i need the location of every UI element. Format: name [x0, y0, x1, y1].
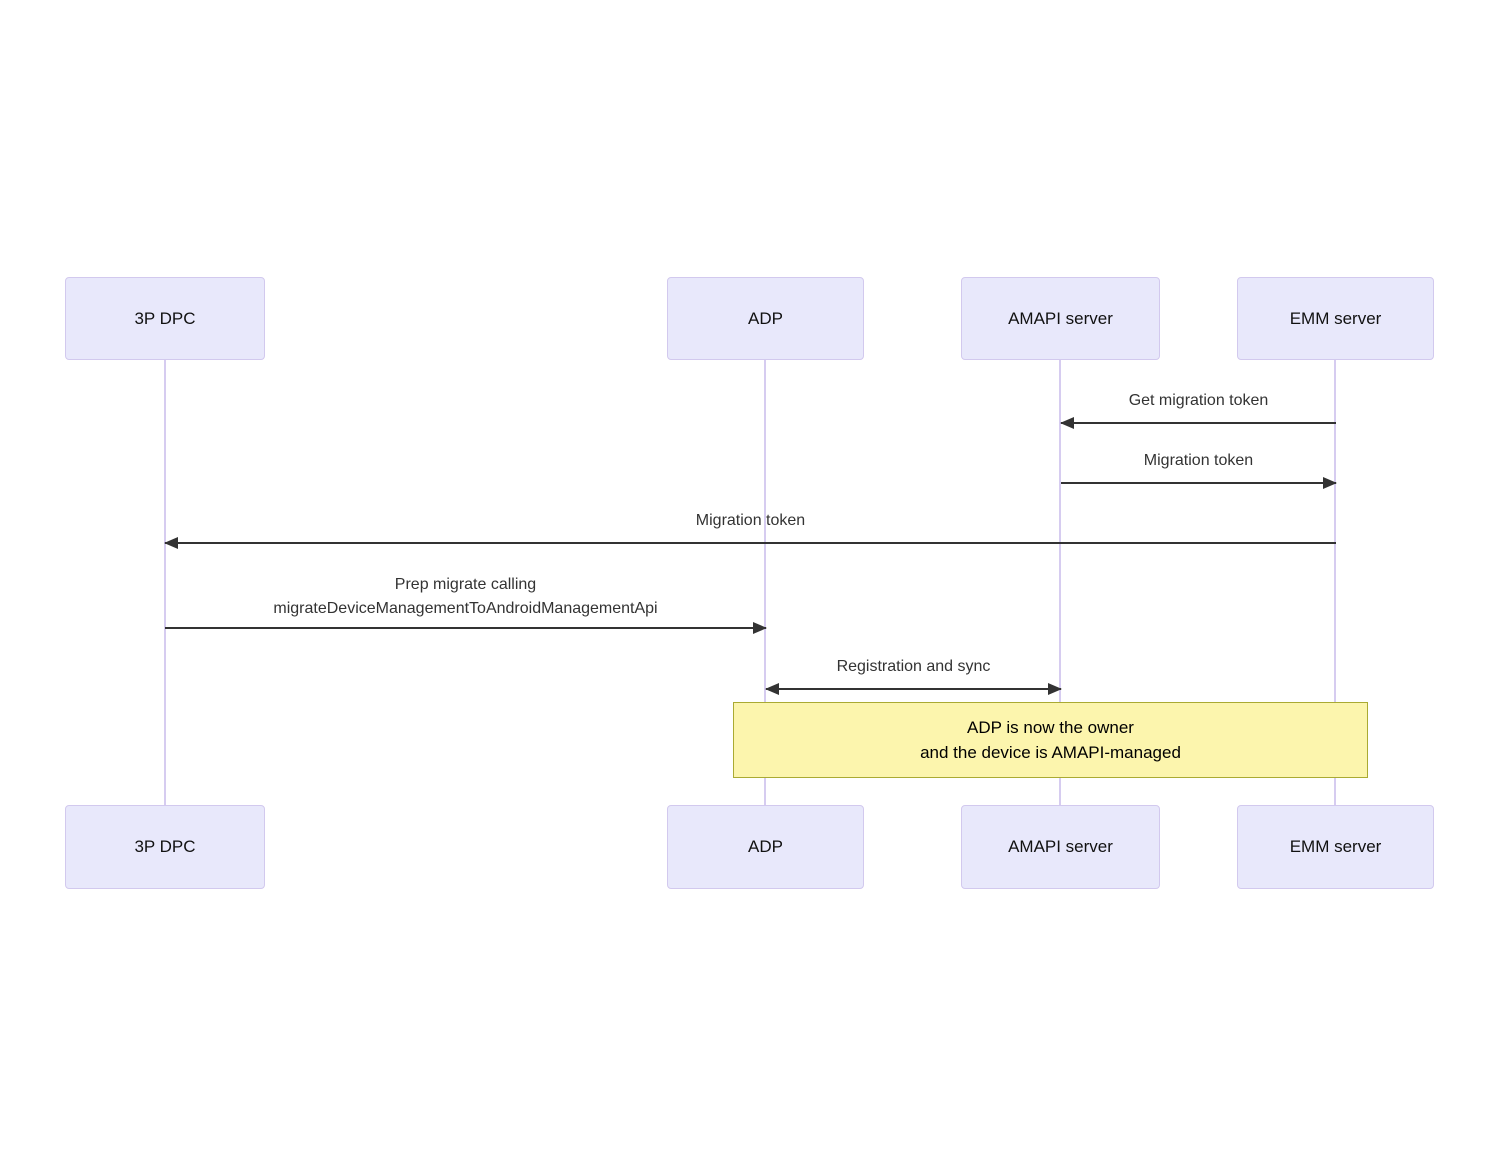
message-2-label: Migration token: [1143, 452, 1254, 469]
actor-top-emm-server-label: EMM server: [1289, 308, 1382, 328]
message-4-label-line1: Prep migrate calling: [394, 576, 537, 593]
actor-bottom-amapi-server: AMAPI server: [961, 805, 1160, 889]
lifeline-3p-dpc: [164, 360, 166, 806]
lifeline-amapi-server: [1059, 360, 1061, 806]
arrowhead-left-icon: [765, 683, 779, 695]
message-2-arrow: [1061, 477, 1337, 489]
actor-top-3p-dpc: 3P DPC: [65, 277, 265, 360]
actor-bottom-3p-dpc-label: 3P DPC: [134, 837, 196, 856]
message-5-label: Registration and sync: [836, 658, 991, 675]
arrowhead-right-icon: [1323, 477, 1337, 489]
lifeline-adp: [764, 360, 766, 806]
message-5-arrow: [765, 683, 1062, 695]
actor-bottom-amapi-server-label: AMAPI server: [1008, 837, 1113, 856]
actor-bottom-emm-server-label: EMM server: [1289, 837, 1382, 856]
message-4-label-line2: migrateDeviceManagementToAndroidManageme…: [273, 600, 658, 617]
message-3-arrow: [164, 537, 1336, 549]
actor-top-3p-dpc-label: 3P DPC: [134, 308, 196, 328]
actor-top-amapi-server-label: AMAPI server: [1008, 308, 1113, 328]
arrowhead-right-icon: [753, 622, 767, 634]
arrowhead-left-icon: [164, 537, 178, 549]
message-1-label: Get migration token: [1128, 392, 1269, 409]
actor-bottom-emm-server: EMM server: [1237, 805, 1434, 889]
message-4-arrow: [165, 622, 767, 634]
actor-bottom-adp: ADP: [667, 805, 864, 889]
message-4-label: Prep migrate calling migrateDeviceManage…: [165, 573, 766, 621]
note-text-line2: and the device is AMAPI-managed: [920, 743, 1181, 762]
note-text-line1: ADP is now the owner: [967, 718, 1134, 737]
lifeline-emm-server: [1334, 360, 1336, 806]
arrowhead-right-icon: [1048, 683, 1062, 695]
message-1-arrow: [1060, 417, 1336, 429]
note-box: ADP is now the owner and the device is A…: [733, 702, 1368, 778]
actor-bottom-3p-dpc: 3P DPC: [65, 805, 265, 889]
actor-top-adp: ADP: [667, 277, 864, 360]
arrowhead-left-icon: [1060, 417, 1074, 429]
message-3-label: Migration token: [695, 512, 806, 529]
actor-top-amapi-server: AMAPI server: [961, 277, 1160, 360]
actor-top-emm-server: EMM server: [1237, 277, 1434, 360]
actor-bottom-adp-label: ADP: [748, 837, 783, 856]
actor-top-adp-label: ADP: [748, 308, 783, 328]
